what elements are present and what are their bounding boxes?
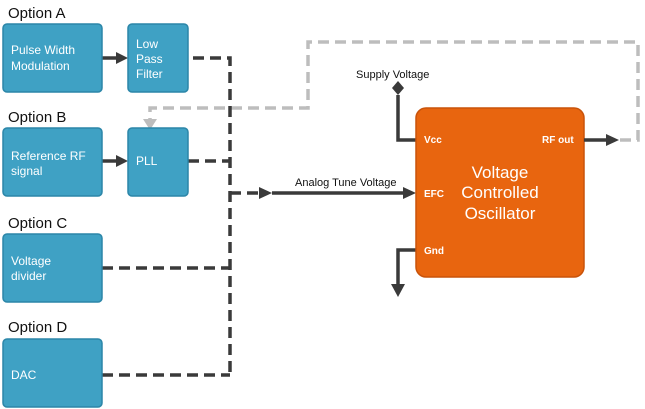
feedback-arrowhead bbox=[143, 119, 157, 130]
vdiv-text-1: Voltage bbox=[11, 254, 51, 268]
analog-tune-voltage-label: Analog Tune Voltage bbox=[295, 177, 397, 189]
supply-voltage: Supply Voltage bbox=[356, 69, 429, 142]
feedback-loop bbox=[143, 40, 640, 142]
lpf-text-2: Pass bbox=[136, 52, 163, 66]
dac-text: DAC bbox=[11, 368, 37, 382]
pll-text: PLL bbox=[136, 154, 158, 168]
option-b-label: Option B bbox=[8, 109, 66, 126]
supply-diamond-icon bbox=[392, 81, 404, 95]
lpf-text-3: Filter bbox=[136, 67, 163, 81]
rf-out-pin-label: RF out bbox=[542, 135, 574, 146]
ref-rf-text-2: signal bbox=[11, 164, 42, 178]
pwm-text-2: Modulation bbox=[11, 59, 70, 73]
gnd-arrow-icon bbox=[391, 284, 405, 297]
control-bus bbox=[102, 56, 260, 377]
vcc-wire bbox=[396, 95, 416, 142]
pwm-to-lpf-arrow bbox=[102, 52, 128, 64]
tune-voltage-line: Analog Tune Voltage bbox=[259, 177, 416, 199]
vcc-pin-label: Vcc bbox=[424, 135, 442, 146]
option-a-label: Option A bbox=[8, 5, 66, 22]
pwm-text-1: Pulse Width bbox=[11, 43, 75, 57]
vco-title-1: Voltage bbox=[472, 163, 529, 182]
feedback-line bbox=[148, 40, 640, 142]
gnd-pin-label: Gnd bbox=[424, 246, 444, 257]
vco-block: Vcc EFC Gnd RF out Voltage Controlled Os… bbox=[415, 107, 585, 278]
efc-arrowhead bbox=[403, 187, 416, 199]
ref-to-pll-arrow bbox=[102, 155, 128, 167]
pwm-block: Pulse Width Modulation bbox=[2, 23, 103, 93]
vco-title-2: Controlled bbox=[461, 183, 539, 202]
ref-rf-text-1: Reference RF bbox=[11, 149, 86, 163]
option-c-label: Option C bbox=[8, 215, 67, 232]
bus-vertical bbox=[193, 56, 232, 375]
low-pass-filter-block: Low Pass Filter bbox=[127, 23, 189, 93]
vdiv-text-2: divider bbox=[11, 269, 46, 283]
pll-block: PLL bbox=[127, 127, 189, 197]
bus-arrowhead bbox=[259, 187, 272, 199]
rf-out-arrow bbox=[584, 134, 619, 146]
efc-pin-label: EFC bbox=[424, 189, 444, 200]
option-d-label: Option D bbox=[8, 319, 67, 336]
ground-connection bbox=[391, 248, 416, 297]
voltage-divider-block: Voltage divider bbox=[2, 233, 103, 303]
lpf-text-1: Low bbox=[136, 37, 158, 51]
reference-rf-block: Reference RF signal bbox=[2, 127, 103, 197]
gnd-wire bbox=[396, 248, 416, 286]
vco-title-3: Oscillator bbox=[465, 204, 536, 223]
supply-voltage-label: Supply Voltage bbox=[356, 69, 429, 81]
dac-block: DAC bbox=[2, 338, 103, 408]
